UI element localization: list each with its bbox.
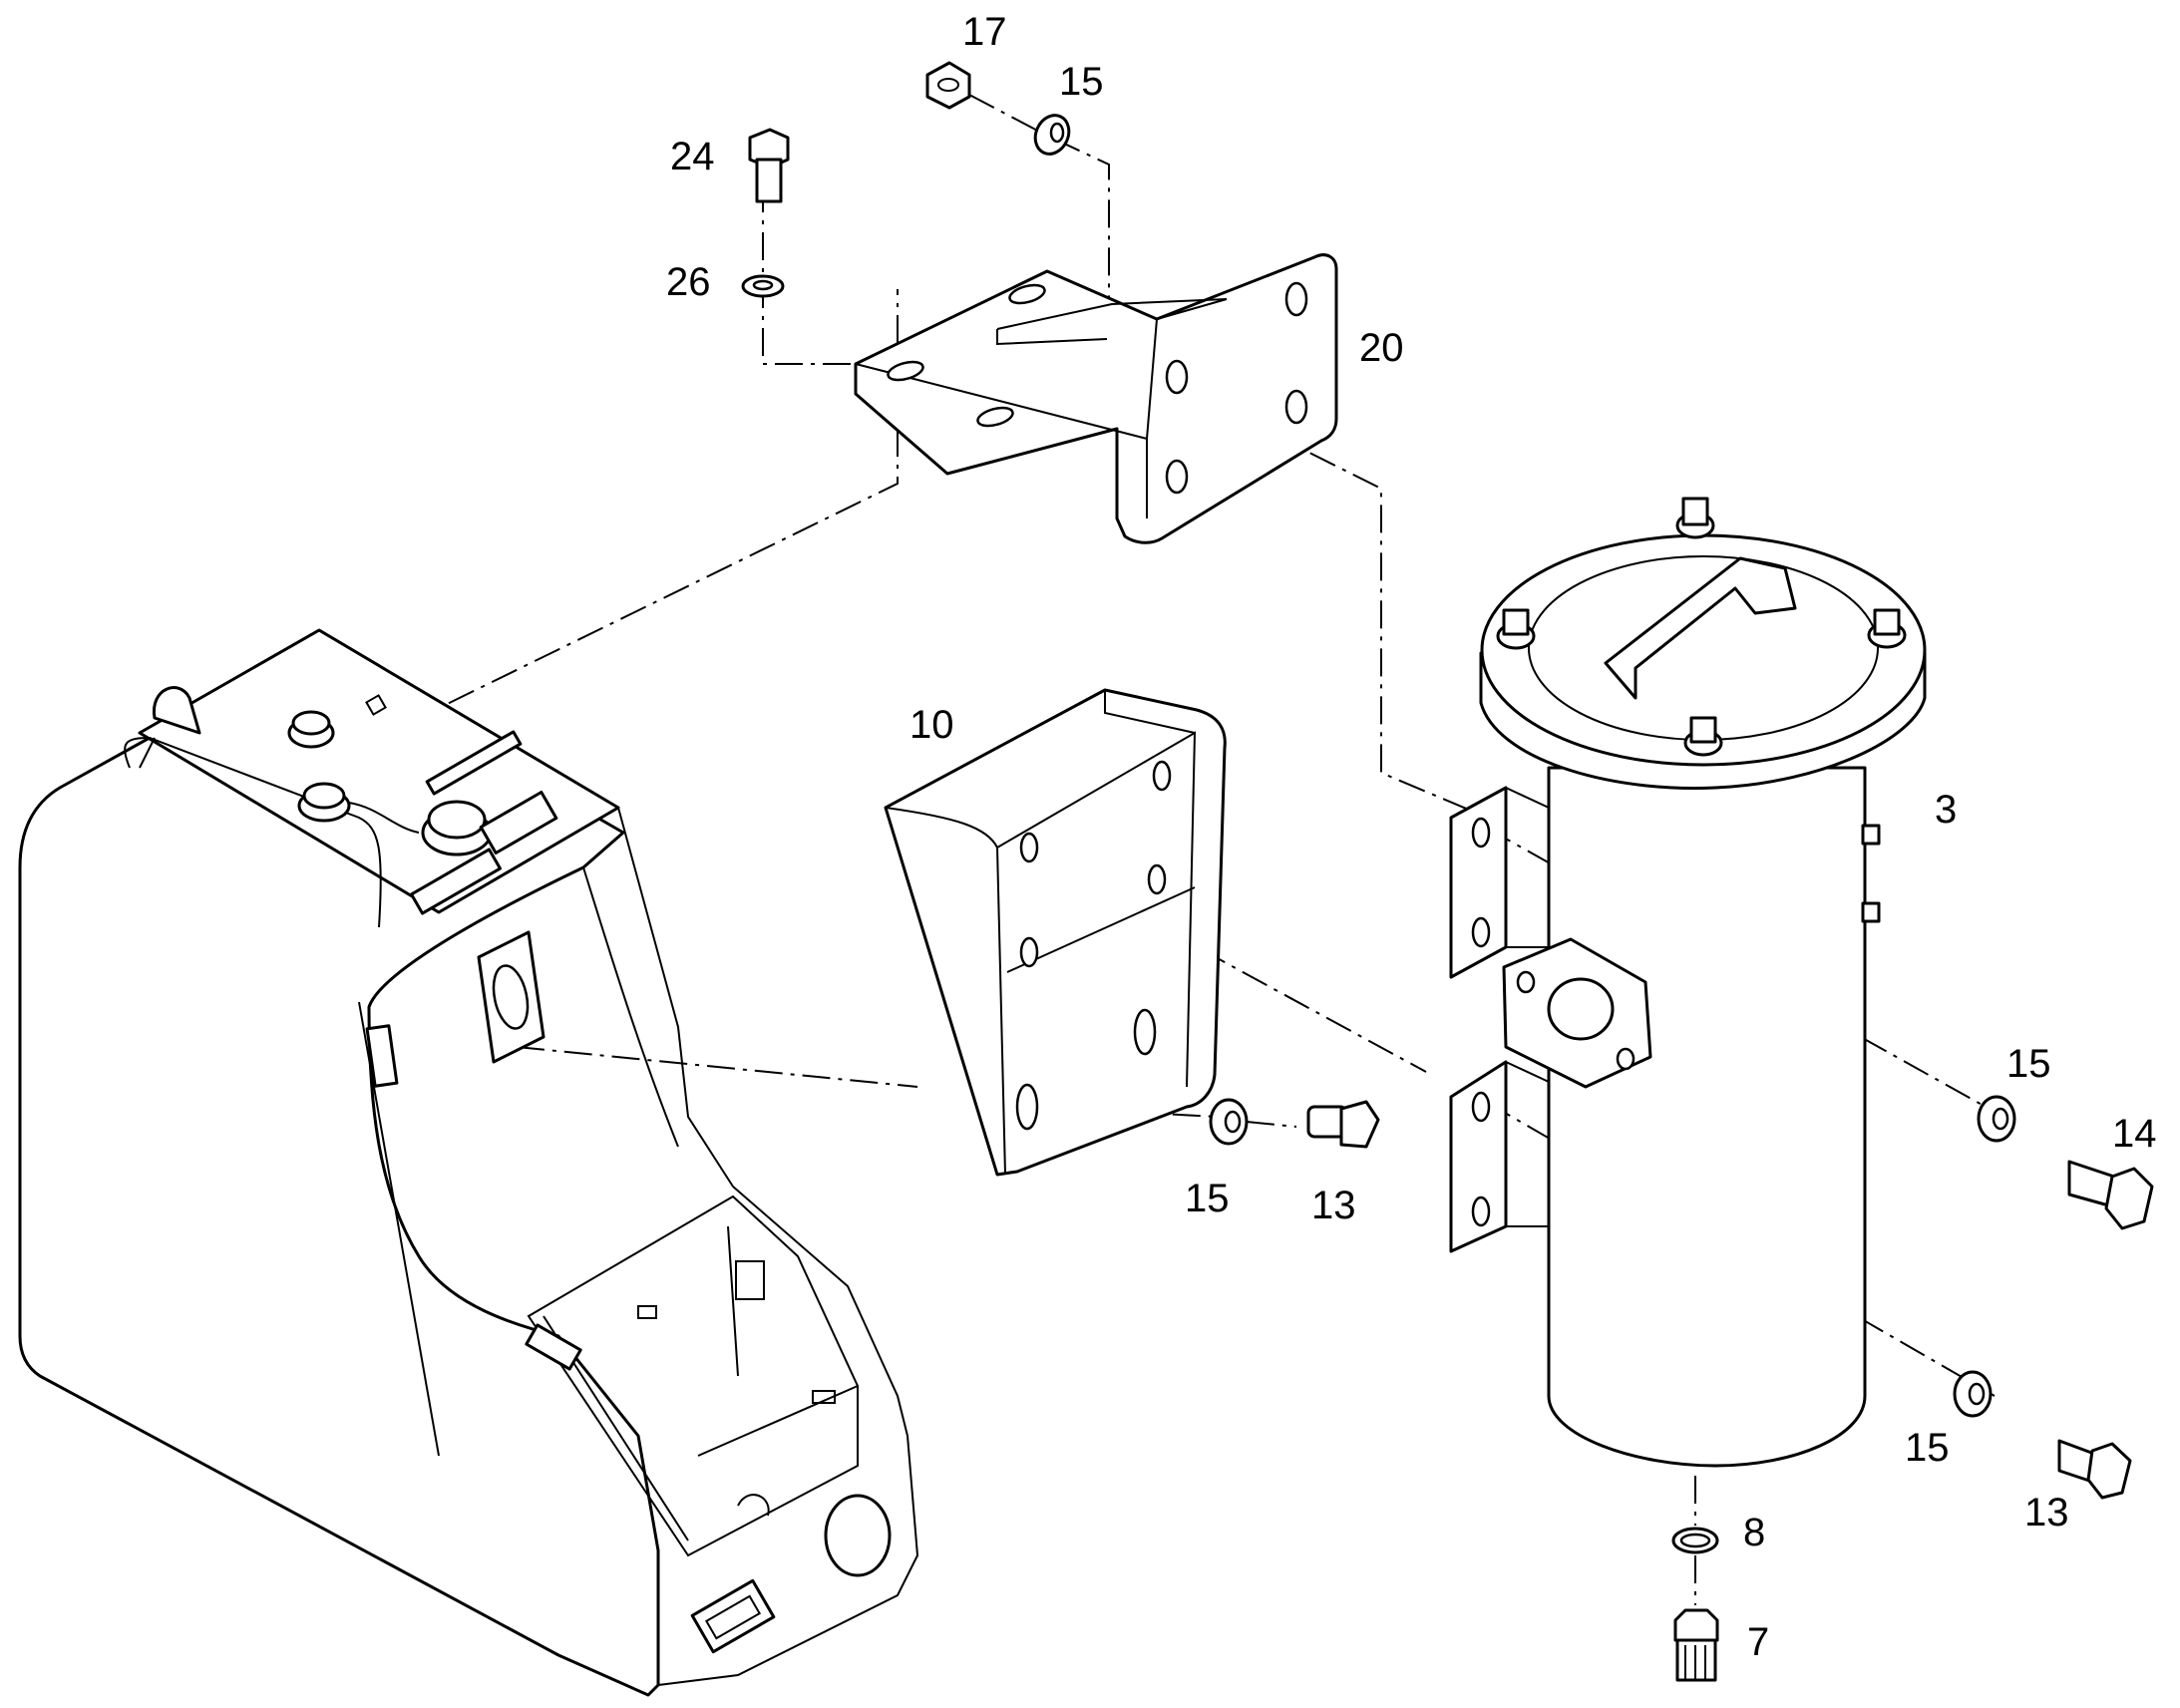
callout-labels: 17 15 24 26 20 10 3 15 13 15 14 15 13 8 … [666,10,2157,1664]
callout-15-mid: 15 [1185,1177,1230,1220]
support-bracket-10 [884,688,1227,1177]
callout-20: 20 [1359,326,1404,370]
callout-7: 7 [1747,1620,1769,1664]
callout-3: 3 [1935,788,1957,832]
callout-15-right-upper: 15 [2006,1042,2051,1086]
callout-10: 10 [909,703,954,747]
callout-26: 26 [666,260,711,304]
callout-15-right-lower: 15 [1905,1426,1950,1470]
callout-8: 8 [1743,1511,1765,1554]
mounting-bracket-20 [854,253,1338,544]
callout-17: 17 [962,10,1007,54]
callout-13-mid: 13 [1311,1184,1356,1227]
callout-15-top: 15 [1059,60,1104,104]
tank-body [18,628,919,1697]
callout-14: 14 [2112,1112,2157,1156]
filter-housing-3 [1449,497,1927,1468]
callout-13-right: 13 [2024,1491,2069,1535]
fasteners [741,61,2154,1682]
callout-24: 24 [670,135,715,178]
